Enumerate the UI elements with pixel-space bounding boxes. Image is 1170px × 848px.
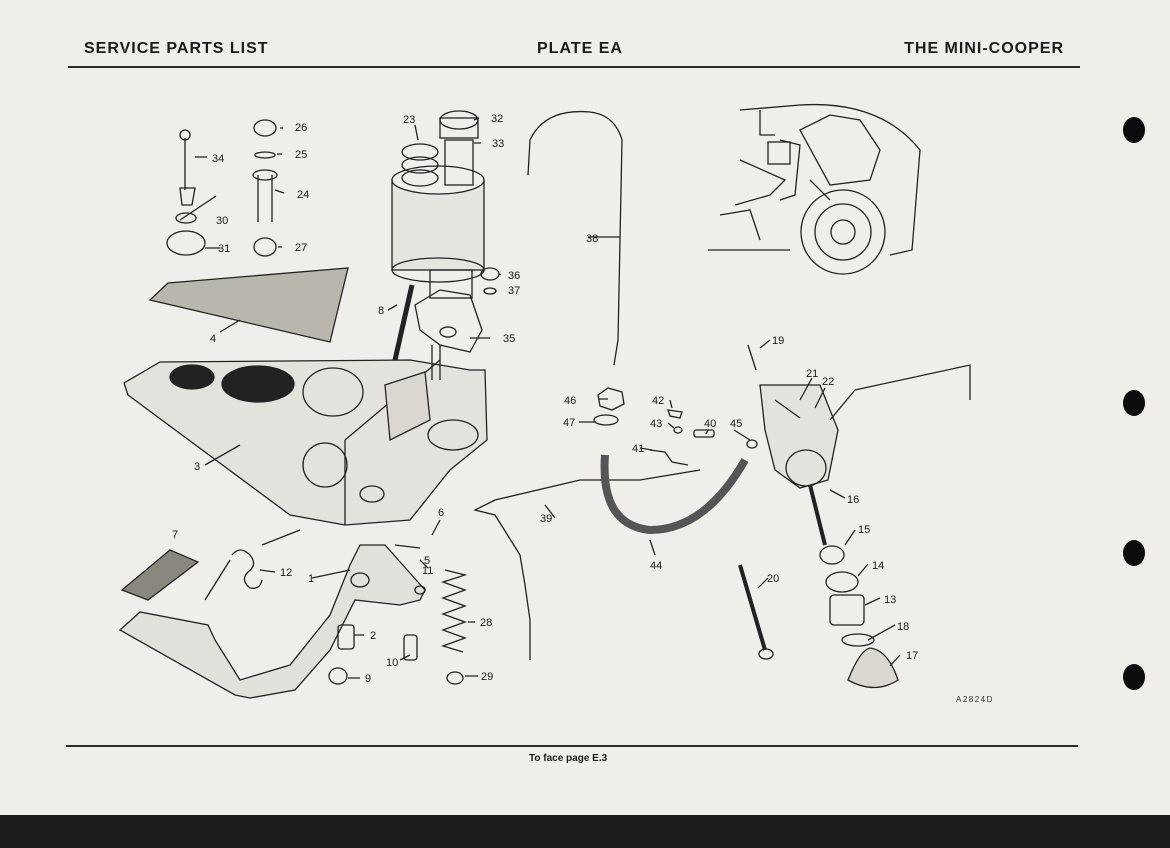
callout-46: 46: [564, 395, 576, 407]
pedal-spring: [204, 529, 301, 601]
callout-24: 24: [297, 189, 309, 201]
callout-6: 6: [438, 507, 444, 519]
binder-hole-2: [1123, 390, 1145, 416]
callout-35: 35: [503, 333, 515, 345]
callout-10: 10: [386, 657, 398, 669]
callout-23: 23: [403, 114, 415, 126]
callout-42: 42: [652, 395, 664, 407]
callout-33: 33: [492, 138, 504, 150]
callout-14: 14: [872, 560, 884, 572]
spring-screw: [446, 671, 464, 685]
callout-16: 16: [847, 494, 859, 506]
callout-38: 38: [586, 233, 598, 245]
header-rule: [68, 66, 1080, 68]
footer-text: To face page E.3: [529, 753, 608, 764]
binder-hole-3: [1123, 540, 1145, 566]
pedal-rubber: [120, 549, 200, 601]
callout-5: 5: [424, 555, 430, 567]
flexible-hose: [600, 454, 749, 535]
callout-19: 19: [772, 335, 784, 347]
callout-7: 7: [172, 529, 178, 541]
scan-border-strip: [0, 815, 1170, 848]
callout-41: 41: [632, 443, 644, 455]
callout-32: 32: [491, 113, 503, 125]
callout-17: 17: [906, 650, 918, 662]
callout-36: 36: [508, 270, 520, 282]
pedal-pad: [148, 267, 349, 343]
pedal-box-bracket: [123, 359, 488, 526]
header-right-title: THE MINI-COOPER: [904, 40, 1064, 57]
callout-44: 44: [650, 560, 662, 572]
callout-1: 1: [308, 573, 314, 585]
callout-20: 20: [767, 573, 779, 585]
callout-18: 18: [897, 621, 909, 633]
callout-28: 28: [480, 617, 492, 629]
callout-8: 8: [378, 305, 384, 317]
callout-43: 43: [650, 418, 662, 430]
binder-hole-1: [1123, 117, 1145, 143]
callout-34: 34: [212, 153, 224, 165]
callout-30: 30: [216, 215, 228, 227]
pipe-38: [527, 110, 623, 366]
callout-45: 45: [730, 418, 742, 430]
drawing-reference-code: A2824D: [956, 695, 994, 704]
callout-22: 22: [822, 376, 834, 388]
callout-13: 13: [884, 594, 896, 606]
exploded-parts-diagram: 34 30 31 26 25 24 27 23 32 33 36 37 8 35…: [118, 103, 971, 699]
callout-15: 15: [858, 524, 870, 536]
callout-26: 26: [295, 122, 307, 134]
callout-40: 40: [704, 418, 716, 430]
callout-21: 21: [806, 368, 818, 380]
callout-4: 4: [210, 333, 216, 345]
callout-39: 39: [540, 513, 552, 525]
slave-push-rod: [738, 564, 767, 651]
pivot-parts-group: [166, 119, 500, 295]
clutch-pedal-lever: [118, 544, 426, 699]
callout-9: 9: [365, 673, 371, 685]
slave-cylinder: [747, 344, 971, 689]
engine-bay-inset-sketch: [708, 103, 921, 275]
pipe-39: [473, 469, 701, 660]
callout-47: 47: [563, 417, 575, 429]
binder-hole-4: [1123, 664, 1145, 690]
callout-31: 31: [218, 243, 230, 255]
callout-2: 2: [370, 630, 376, 642]
header-left-title: SERVICE PARTS LIST: [84, 40, 269, 57]
callout-3: 3: [194, 461, 200, 473]
return-spring: [440, 569, 468, 653]
callout-29: 29: [481, 671, 493, 683]
callout-25: 25: [295, 149, 307, 161]
footer-rule: [66, 745, 1078, 747]
callout-37: 37: [508, 285, 520, 297]
header-plate-title: PLATE EA: [537, 40, 623, 57]
callout-12: 12: [280, 567, 292, 579]
push-rod: [392, 284, 415, 361]
master-cylinder: [391, 110, 485, 380]
callout-27: 27: [295, 242, 307, 254]
callout-11: 11: [422, 565, 433, 577]
